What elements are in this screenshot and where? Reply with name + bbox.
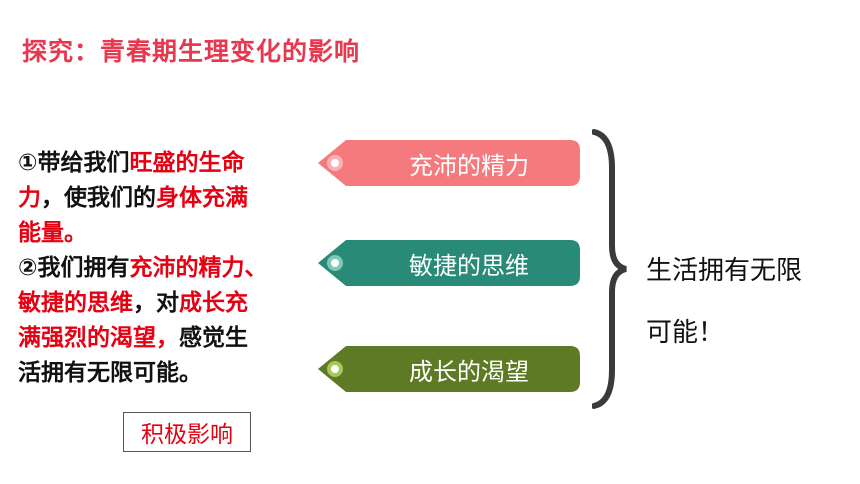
tag-shape xyxy=(318,140,580,186)
positive-impact-box: 积极影响 xyxy=(123,412,251,452)
conclusion-line: 可能！ xyxy=(646,318,725,348)
paragraph-line: 力，使我们的身体充满 xyxy=(18,181,328,216)
conclusion-text: 生活拥有无限 可能！ xyxy=(646,240,846,364)
emphasis-text: 敏捷的思维 xyxy=(18,290,133,316)
tag-label: 成长的渴望 xyxy=(409,357,529,386)
tag-thinking: 敏捷的思维 xyxy=(318,240,580,286)
emphasis-text: 力 xyxy=(18,185,41,211)
paragraph-line: 活拥有无限可能。 xyxy=(18,356,328,391)
paragraph-line: 敏捷的思维，对成长充 xyxy=(18,286,328,321)
right-brace-icon xyxy=(592,129,627,409)
emphasis-text: 充沛的精力、 xyxy=(129,255,268,281)
paragraph-line: ①带给我们旺盛的生命 xyxy=(18,146,328,181)
tag-label: 敏捷的思维 xyxy=(409,251,529,280)
body-text-segment: 感觉生 xyxy=(179,325,248,351)
paragraph-line: ②我们拥有充沛的精力、 xyxy=(18,251,328,286)
body-text-segment: 活拥有无限可能。 xyxy=(18,360,202,386)
body-text-segment: ，使我们的 xyxy=(41,185,156,211)
tag-shape xyxy=(318,346,580,392)
body-text-segment: ，对 xyxy=(133,290,179,316)
page-title: 探究：青春期生理变化的影响 xyxy=(22,37,361,66)
emphasis-text: 旺盛的生命 xyxy=(129,150,245,176)
tag-energy: 充沛的精力 xyxy=(318,140,580,186)
paragraph-line: 满强烈的渴望，感觉生 xyxy=(18,321,328,356)
tag-desire: 成长的渴望 xyxy=(318,346,580,392)
tag-label: 充沛的精力 xyxy=(409,151,529,180)
emphasis-text: 能量。 xyxy=(18,220,87,246)
conclusion-line: 生活拥有无限 xyxy=(646,256,803,286)
paragraph-line: 能量。 xyxy=(18,216,328,251)
tag-shape xyxy=(318,240,580,286)
emphasis-text: 满强烈的渴望， xyxy=(18,325,179,351)
emphasis-text: 成长充 xyxy=(179,290,248,316)
body-text-segment: ①带给我们 xyxy=(18,150,130,176)
body-text-segment: ②我们拥有 xyxy=(18,255,130,281)
explanation-paragraph: ①带给我们旺盛的生命 力，使我们的身体充满 能量。 ②我们拥有充沛的精力、 敏捷… xyxy=(18,146,328,391)
emphasis-text: 身体充满 xyxy=(156,185,248,211)
